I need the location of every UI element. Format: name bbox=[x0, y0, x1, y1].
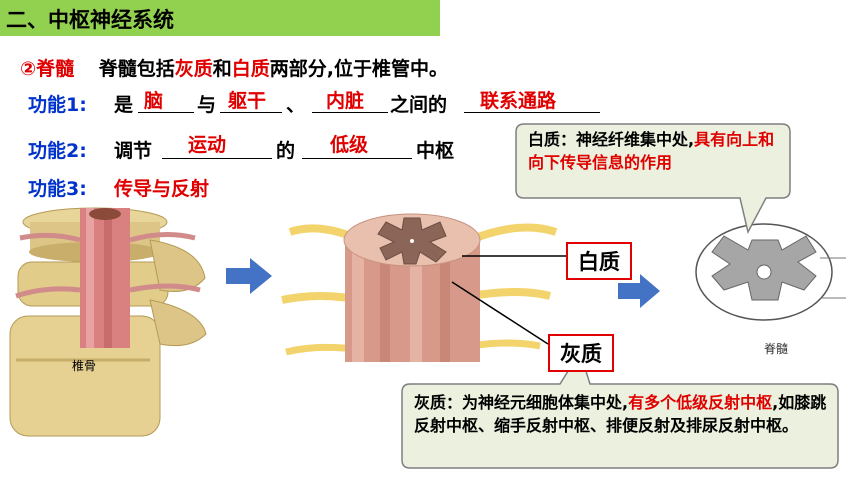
callout-white-text: 白质：神经纤维集中处,具有向上和向下传导信息的作用 bbox=[528, 128, 784, 174]
function2-text-b: 的 bbox=[276, 140, 296, 162]
arrow-right-1 bbox=[226, 258, 272, 294]
intro-text-a: 脊髓包括 bbox=[98, 58, 175, 80]
section-header-bar bbox=[0, 0, 440, 36]
function2-blank2 bbox=[302, 158, 412, 159]
function1-fill3: 内脏 bbox=[326, 90, 365, 112]
function1-fill1: 脑 bbox=[144, 90, 164, 112]
callout-white-lead: 白质：神经纤维集中处, bbox=[528, 130, 695, 149]
callout-white-bubble bbox=[515, 123, 791, 235]
callout-gray-lead: 灰质：为神经元细胞体集中处, bbox=[414, 393, 629, 412]
function1-fill4: 联系通路 bbox=[480, 90, 557, 112]
function2-text-a: 调节 bbox=[114, 140, 153, 162]
intro-gray: 灰质 bbox=[174, 58, 213, 80]
white-matter-label: 白质 bbox=[566, 242, 632, 280]
intro-white: 白质 bbox=[231, 58, 270, 80]
function1-label: 功能1: bbox=[28, 94, 87, 116]
leader-line-gray bbox=[451, 281, 549, 345]
intro-line: ②脊髓 脊髓包括灰质和白质两部分,位于椎管中。 bbox=[20, 54, 448, 81]
callout-gray-text: 灰质：为神经元细胞体集中处,有多个低级反射中枢,如膝跳反射中枢、缩手反射中枢、排… bbox=[414, 391, 830, 437]
function3-value: 传导与反射 bbox=[114, 178, 210, 200]
callout-gray-rest: ,如膝跳反射中枢、缩手反射中枢、排便反射及排尿反射中枢。 bbox=[414, 393, 827, 435]
function1-blank1 bbox=[138, 112, 194, 113]
function1-blank2 bbox=[220, 112, 282, 113]
function1-text-b: 与 bbox=[197, 94, 217, 116]
intro-text-b: 两部分,位于椎管中。 bbox=[269, 58, 448, 80]
callout-gray-bubble bbox=[401, 350, 839, 469]
function2-fill1: 运动 bbox=[188, 134, 227, 156]
spinal-cord-illustration bbox=[281, 213, 558, 362]
function1-text-d: 之间的 bbox=[390, 94, 448, 116]
arrow-right-2 bbox=[618, 274, 660, 308]
spinal-label: 脊髓 bbox=[764, 342, 789, 356]
intro-marker: ②脊髓 bbox=[20, 58, 75, 80]
function1-text-a: 是 bbox=[114, 94, 134, 116]
function2-label: 功能2: bbox=[28, 140, 87, 162]
function2-text-c: 中枢 bbox=[416, 140, 455, 162]
gray-matter-label: 灰质 bbox=[548, 334, 614, 372]
intro-and: 和 bbox=[212, 58, 232, 80]
callout-gray-red: 有多个低级反射中枢 bbox=[628, 393, 773, 412]
function3-label: 功能3: bbox=[28, 178, 87, 200]
function2-fill2: 低级 bbox=[330, 134, 369, 156]
function2-blank1 bbox=[162, 158, 272, 159]
vertebra-label: 椎骨 bbox=[72, 359, 97, 373]
vertebra-illustration bbox=[9, 207, 207, 437]
section-title: 二、中枢神经系统 bbox=[6, 8, 174, 32]
function1-fill2: 躯干 bbox=[228, 90, 267, 112]
cross-section-diagram bbox=[695, 223, 846, 321]
function1-blank4 bbox=[464, 112, 600, 113]
function1-text-c: 、 bbox=[286, 94, 306, 116]
function1-blank3 bbox=[312, 112, 388, 113]
callout-white-rest: 具有向上和向下传导信息的作用 bbox=[528, 130, 775, 172]
